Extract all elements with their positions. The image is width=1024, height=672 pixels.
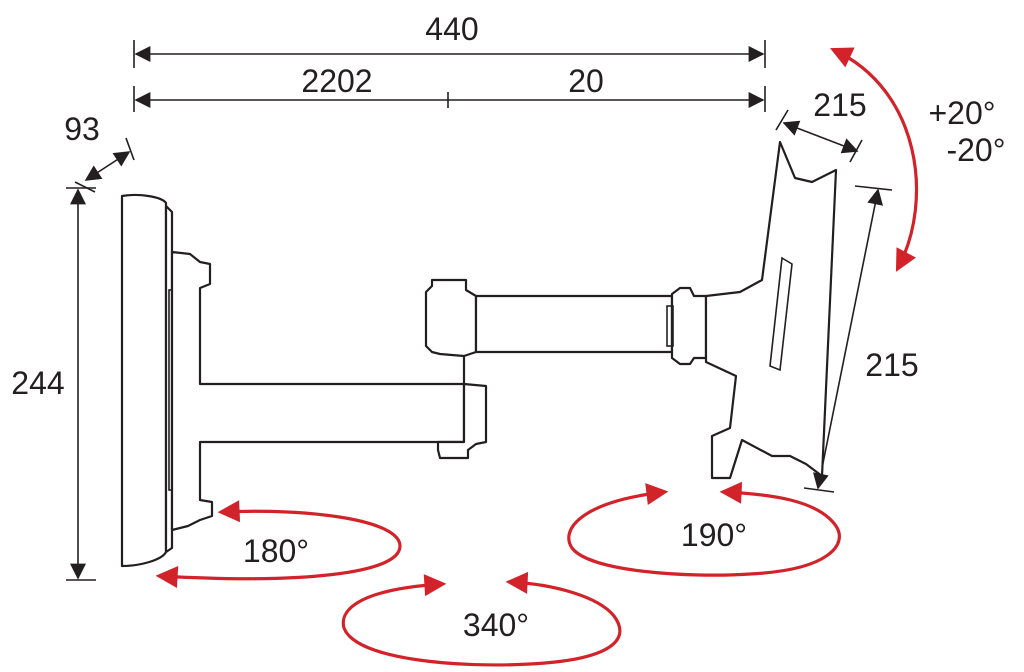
depth-dimension — [74, 137, 135, 193]
tv-plate — [704, 140, 838, 480]
wall-bracket — [170, 250, 466, 532]
rotation-middle-label: 340° — [463, 607, 529, 643]
tilt-down-label: -20° — [946, 132, 1005, 168]
rotation-middle-arrow — [341, 571, 622, 667]
tilt-arrow — [830, 47, 919, 272]
tv-height-label: 215 — [865, 347, 918, 383]
wall-height-label: 244 — [11, 365, 64, 401]
rotation-wall-arrow — [155, 500, 402, 588]
wall-height-dimension — [66, 187, 96, 581]
second-arm — [474, 286, 708, 366]
wall-plate — [120, 193, 175, 568]
overall-width-dimension — [133, 40, 766, 68]
middle-hinge — [424, 278, 488, 460]
segment-left-label: 2202 — [301, 63, 372, 99]
segment-width-dimension — [133, 86, 766, 112]
segment-right-label: 20 — [568, 63, 604, 99]
rotation-wall-label: 180° — [243, 533, 309, 569]
rotation-head-arrow — [567, 481, 841, 577]
tilt-up-label: +20° — [928, 95, 995, 131]
tv-width-label: 215 — [813, 87, 866, 123]
overall-width-label: 440 — [425, 11, 478, 47]
depth-label: 93 — [64, 111, 100, 147]
rotation-head-label: 190° — [681, 517, 747, 553]
